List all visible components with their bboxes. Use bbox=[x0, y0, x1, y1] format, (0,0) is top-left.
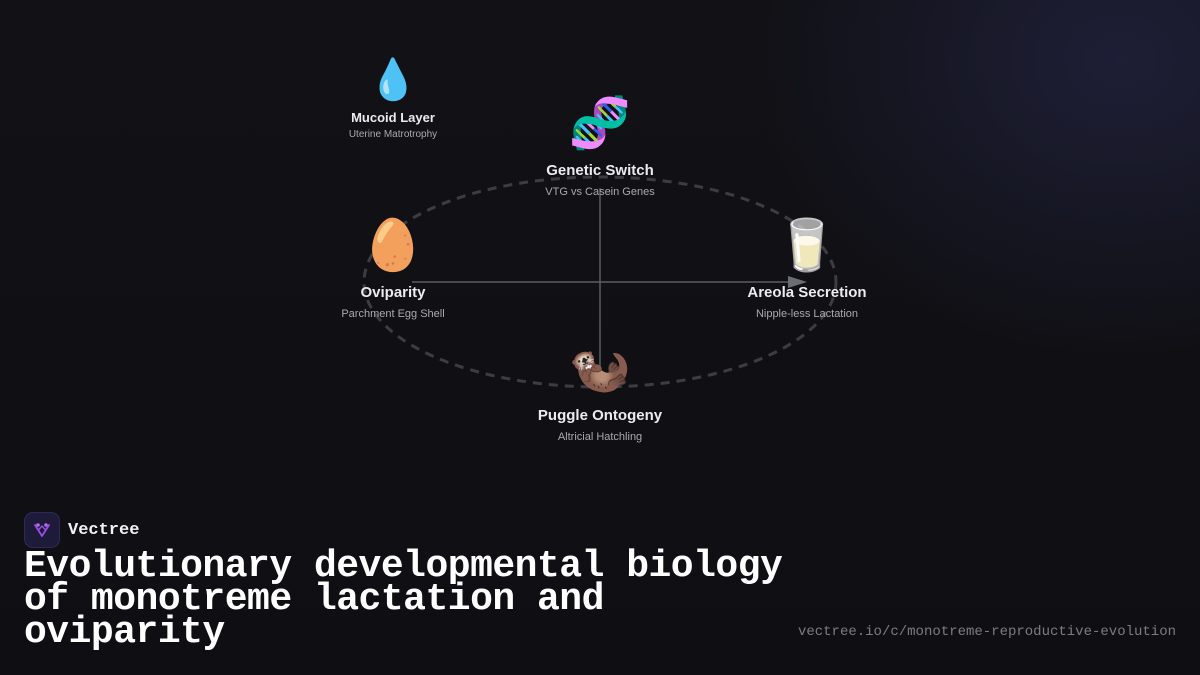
node-areola-secretion: 🥛 Areola Secretion Nipple-less Lactation bbox=[707, 220, 907, 320]
otter-icon: 🦦 bbox=[568, 339, 632, 397]
node-subtitle: Nipple-less Lactation bbox=[755, 308, 859, 320]
node-title: Oviparity bbox=[360, 284, 426, 301]
node-genetic-switch: 🧬 Genetic Switch VTG vs Casein Genes bbox=[500, 98, 700, 198]
brand-name: Vectree bbox=[68, 520, 140, 540]
axis-arrowhead bbox=[788, 276, 807, 288]
node-subtitle: Altricial Hatchling bbox=[557, 431, 643, 443]
cycle-ellipse bbox=[362, 175, 838, 389]
logo-mark bbox=[34, 523, 50, 537]
node-puggle-ontogeny: 🦦 Puggle Ontogeny Altricial Hatchling bbox=[500, 343, 700, 443]
source-url[interactable]: vectree.io/c/monotreme-reproductive-evol… bbox=[797, 624, 1176, 640]
node-oviparity: 🥚 Oviparity Parchment Egg Shell bbox=[293, 220, 493, 320]
water-drop-icon: 💧 bbox=[368, 57, 418, 103]
node-title: Genetic Switch bbox=[546, 162, 654, 179]
node-subtitle: Uterine Matrotrophy bbox=[348, 129, 438, 140]
node-title: Puggle Ontogeny bbox=[537, 407, 663, 424]
page-title: Evolutionary developmental biology of mo… bbox=[24, 545, 783, 654]
dna-icon: 🧬 bbox=[568, 94, 632, 152]
egg-icon: 🥚 bbox=[361, 216, 425, 274]
milk-glass-icon: 🥛 bbox=[775, 216, 839, 274]
node-title: Areola Secretion bbox=[747, 284, 867, 301]
node-subtitle: VTG vs Casein Genes bbox=[545, 186, 655, 198]
vectree-logo-icon bbox=[24, 512, 60, 548]
brand[interactable]: Vectree bbox=[24, 512, 139, 548]
node-mucoid-layer: 💧 Mucoid Layer Uterine Matrotrophy bbox=[293, 60, 493, 140]
node-title: Mucoid Layer bbox=[351, 110, 435, 125]
node-subtitle: Parchment Egg Shell bbox=[341, 308, 445, 320]
